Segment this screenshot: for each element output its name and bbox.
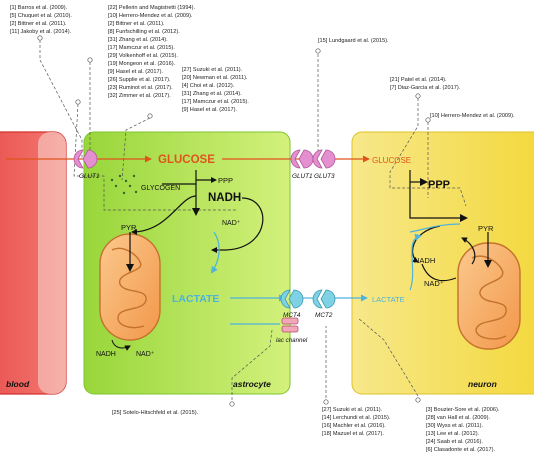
ref-line: [28] van Hall et al. (2009). xyxy=(426,415,490,421)
astro-nadh-label: NADH xyxy=(208,192,241,204)
lactate-channel: lac channel xyxy=(276,317,308,344)
pyr-to-lactate-astro xyxy=(210,231,220,274)
ref-line: [22] Pellerin and Magistretti (1994). xyxy=(108,5,196,11)
astro-mito-nad-label: NAD⁺ xyxy=(136,351,155,358)
ref-line: [24] Saab et al. (2016). xyxy=(426,439,483,445)
astro-pyr-label: PYR xyxy=(121,223,137,232)
ref-line: [2] Bittner et al. (2011). xyxy=(10,21,67,27)
ref-line: [14] Lerchundi et al. (2015). xyxy=(322,415,391,421)
ref-line: [27] Suzuki et al. (2011). xyxy=(182,67,243,73)
ref-line: [1] Barros et al. (2009). xyxy=(10,5,68,11)
neuron-nad-label: NAD⁺ xyxy=(424,279,444,288)
neuron-glucose-label: GLUCOSE xyxy=(372,156,411,165)
neuron-nadh-label: NADH xyxy=(414,256,435,265)
neuron-mitochondrion xyxy=(457,242,521,350)
ref-line: [30] Wyss et al. (2011). xyxy=(426,423,483,429)
ref-block-sotelo: [25] Sotelo-Hitschfeld et al. (2015). xyxy=(112,410,199,416)
astro-glucose-label: GLUCOSE xyxy=(158,154,215,166)
ref-line: [21] Patel et al. (2014). xyxy=(390,77,447,83)
ref-block-bottom-right: [3] Bouzier-Sore et al. (2006). [28] van… xyxy=(426,407,500,453)
ref-line: [19] Mongeon et al. (2016). xyxy=(108,61,176,67)
neuron-lactate-label: LACTATE xyxy=(372,295,405,304)
ref-line: [10] Herrero-Mendez et al. (2009). xyxy=(430,113,515,119)
astro-nad-label: NAD⁺ xyxy=(222,220,241,227)
ref-line: [8] Funfschilling et al. (2012). xyxy=(108,29,180,35)
ref-block-top-mid: [22] Pellerin and Magistretti (1994). [1… xyxy=(108,5,196,99)
ref-line: [9] Hasel et al. (2017). xyxy=(182,107,237,113)
astro-lactate-label: LACTATE xyxy=(172,293,219,305)
ref-line: [13] Lee et al. (2012). xyxy=(426,431,480,437)
ref-line: [11] Jakoby et al. (2014). xyxy=(10,29,72,35)
glut3-transporter: GLUT3 xyxy=(312,149,336,180)
ref-line: [18] Mazuel et al. (2017). xyxy=(322,431,384,437)
ref-line: [6] Clasadonte et al. (2017). xyxy=(426,447,495,453)
ref-line: [2] Bittner et al. (2011). xyxy=(108,21,165,27)
ref-line: [20] Newman et al. (2011). xyxy=(182,75,248,81)
glut1-astro-transporter: GLUT1 xyxy=(290,149,314,180)
neuron-label: neuron xyxy=(468,379,497,389)
neuron-reactions xyxy=(409,170,492,282)
astro-ppp-label: PPP xyxy=(218,176,233,185)
glut1-label-astro: GLUT1 xyxy=(292,173,313,180)
ref-line: [17] Mamczur et al. (2015). xyxy=(182,99,249,105)
ref-line: [4] Choi et al. (2012). xyxy=(182,83,235,89)
ref-line: [27] Suzuki et al. (2011). xyxy=(322,407,383,413)
glut1-label-blood: GLUT1 xyxy=(79,173,100,180)
astrocyte-mitochondrion xyxy=(99,233,161,341)
ref-block-patel: [21] Patel et al. (2014). [7] Diaz-Garci… xyxy=(390,77,461,91)
ref-line: [16] Machler et al. (2016). xyxy=(322,423,386,429)
blood-vessel xyxy=(0,131,67,395)
ref-line: [9] Hasel et al. (2017). xyxy=(108,69,163,75)
ref-block-top-left: [1] Barros et al. (2009). [5] Chuquet et… xyxy=(10,5,72,35)
ref-line: [23] Ruminot et al. (2017). xyxy=(108,85,173,91)
ref-block-herrero-right: [10] Herrero-Mendez et al. (2009). xyxy=(430,113,515,119)
ref-line: [31] Zhang et al. (2014). xyxy=(108,37,168,43)
mito-nadh-arrow xyxy=(111,339,131,351)
ref-line: [17] Mamczur et al. (2015). xyxy=(108,45,175,51)
ref-block-lundgaard: [15] Lundgaard et al. (2015). xyxy=(318,38,389,44)
lac-channel-label: lac channel xyxy=(276,337,308,344)
mct4-transporter: MCT4 xyxy=(280,289,304,319)
neuron-pyr-label: PYR xyxy=(478,224,494,233)
ref-line: [10] Herrero-Mendez et al. (2009). xyxy=(108,13,193,19)
ref-line: [32] Zimmer et al. (2017). xyxy=(108,93,171,99)
ref-line: [3] Bouzier-Sore et al. (2006). xyxy=(426,407,500,413)
ref-block-mid: [27] Suzuki et al. (2011). [20] Newman e… xyxy=(182,67,249,113)
ref-block-bottom-mid: [27] Suzuki et al. (2011). [14] Lerchund… xyxy=(322,407,391,437)
ref-line: [26] Supplie et al. (2017). xyxy=(108,77,171,83)
glycogen-granules xyxy=(110,174,138,195)
astro-mito-nadh-label: NADH xyxy=(96,351,116,358)
astro-glycogen-label: GLYCOGEN xyxy=(141,185,180,192)
neuron-ppp-label: PPP xyxy=(428,179,450,191)
ref-line: [31] Zhang et al. (2014). xyxy=(182,91,242,97)
glut1-blood-transporter: GLUT1 xyxy=(73,149,100,180)
mct2-transporter: MCT2 xyxy=(312,289,336,319)
mct4-label: MCT4 xyxy=(283,312,301,319)
leader-endpoints xyxy=(37,35,431,407)
blood-label: blood xyxy=(6,379,30,389)
astrocyte-label: astrocyte xyxy=(233,379,271,389)
ref-line: [25] Sotelo-Hitschfeld et al. (2015). xyxy=(112,410,199,416)
astrocyte-reactions xyxy=(126,170,264,272)
ref-line: [5] Chuquet et al. (2010). xyxy=(10,13,72,19)
ref-line: [29] Volkenhoff et al. (2015). xyxy=(108,53,178,59)
ref-line: [15] Lundgaard et al. (2015). xyxy=(318,38,389,44)
reference-leaders xyxy=(39,40,467,400)
mct2-label: MCT2 xyxy=(315,312,333,319)
glut3-label: GLUT3 xyxy=(314,173,335,180)
ref-line: [7] Diaz-Garcia et al. (2017). xyxy=(390,85,461,91)
